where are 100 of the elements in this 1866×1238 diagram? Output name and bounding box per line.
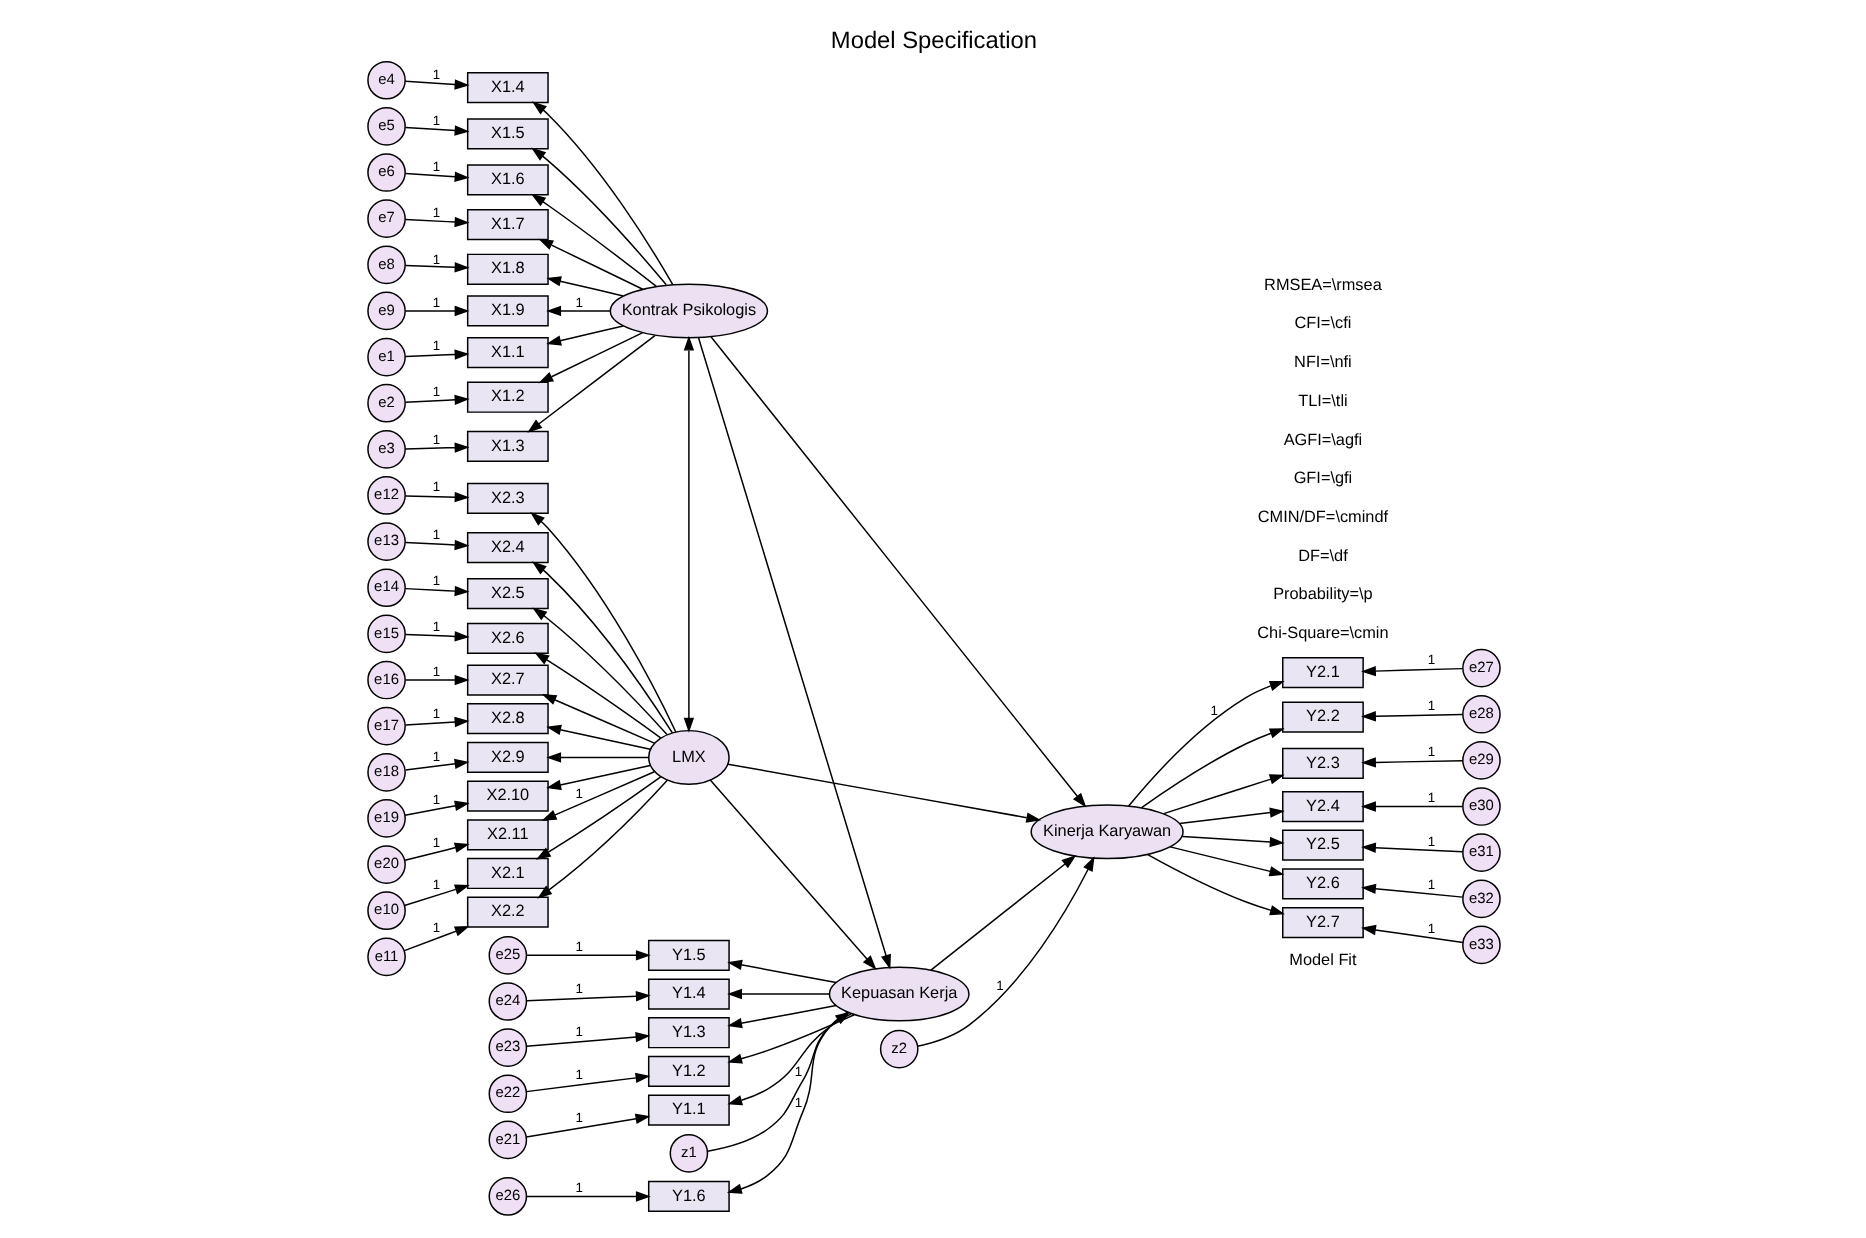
node-circle: e15 <box>366 614 405 654</box>
arrow <box>524 1031 650 1047</box>
node-circle: e31 <box>1461 833 1500 872</box>
arrow <box>1168 846 1284 877</box>
arrow <box>529 193 657 288</box>
arrow <box>403 125 469 136</box>
arrow <box>1126 681 1284 807</box>
arrow <box>537 238 643 290</box>
node-circle: e32 <box>1461 879 1500 919</box>
arrow <box>540 771 655 821</box>
node-circle: e23 <box>487 1028 527 1067</box>
arrow <box>545 752 649 763</box>
arrow <box>403 442 469 453</box>
arrow <box>1162 774 1284 815</box>
node-circle: e24 <box>487 982 527 1021</box>
arrow <box>709 336 1086 808</box>
arrow <box>530 561 673 734</box>
arrow <box>403 758 469 771</box>
arrow <box>530 101 673 286</box>
arrow <box>1360 924 1463 944</box>
node-circle: e28 <box>1461 694 1500 734</box>
node-box: Y2.3 <box>1281 747 1363 779</box>
node-circle: e6 <box>366 153 405 192</box>
node-circle: e17 <box>366 706 405 746</box>
node-box: X1.9 <box>465 295 548 327</box>
node-box: Y1.6 <box>646 1180 729 1213</box>
node-box: X2.9 <box>465 741 548 774</box>
label: Probability=\p <box>1272 585 1372 604</box>
node-circle: z1 <box>668 1133 708 1173</box>
arrow <box>545 305 611 317</box>
node-box: X1.2 <box>465 381 548 413</box>
arrow <box>1360 801 1463 812</box>
node-circle: e25 <box>487 936 527 975</box>
arrow <box>403 305 469 317</box>
arrow <box>726 1013 851 1106</box>
arrow <box>531 607 667 736</box>
node-circle: e18 <box>366 752 405 792</box>
arrow <box>725 1011 848 1194</box>
node-box: X1.3 <box>465 430 548 462</box>
arrow <box>545 764 650 791</box>
node-box: X2.6 <box>465 622 548 654</box>
arrow <box>1360 883 1463 898</box>
node-circle: e8 <box>366 245 405 285</box>
arrow <box>1360 665 1463 677</box>
arrow <box>524 1113 650 1138</box>
node-box: X2.4 <box>465 531 548 564</box>
arrow <box>682 335 694 733</box>
node-circle: e30 <box>1461 787 1500 826</box>
arrow <box>403 262 469 273</box>
node-box: Y1.3 <box>646 1017 729 1049</box>
arrow <box>403 842 469 862</box>
arrow <box>526 334 655 433</box>
node-box: Y2.2 <box>1281 701 1363 733</box>
arrow <box>534 776 661 860</box>
node-box: Y2.7 <box>1281 907 1363 939</box>
node-circle: e20 <box>366 845 405 884</box>
node-circle: e1 <box>366 337 405 377</box>
arrow <box>1146 853 1284 916</box>
arrow <box>525 991 650 1002</box>
arrow <box>726 1014 854 1064</box>
node-box: X1.5 <box>465 118 548 150</box>
arrow <box>1360 711 1463 722</box>
arrow <box>705 1011 850 1152</box>
node-box: Y1.5 <box>646 939 729 971</box>
node-ellipse: Kinerja Karyawan <box>1029 804 1183 860</box>
node-box: X2.11 <box>465 819 548 851</box>
node-ellipse: LMX <box>646 729 729 785</box>
node-circle: e29 <box>1461 741 1500 780</box>
arrow <box>536 779 668 899</box>
arrow <box>929 855 1076 971</box>
node-circle: e27 <box>1461 648 1500 688</box>
arrow <box>525 950 650 961</box>
arrow <box>403 539 469 551</box>
node-circle: e26 <box>487 1177 527 1216</box>
arrow <box>545 276 623 297</box>
node-circle: z2 <box>878 1029 918 1069</box>
arrow <box>530 147 666 286</box>
node-box: Y1.1 <box>646 1094 729 1126</box>
label: Model Fit <box>1288 951 1356 970</box>
node-circle: e13 <box>366 522 405 561</box>
node-circle: e12 <box>366 476 405 515</box>
arrow <box>403 800 469 816</box>
arrow <box>726 763 1041 823</box>
node-circle: e19 <box>366 799 405 838</box>
node-circle: e4 <box>366 60 405 100</box>
node-circle: e2 <box>366 383 405 423</box>
arrow <box>708 779 876 970</box>
label: TLI=\tli <box>1297 391 1347 410</box>
arrow <box>403 585 469 597</box>
arrow <box>525 1191 650 1202</box>
arrow <box>403 394 469 406</box>
node-box: X1.4 <box>465 72 548 104</box>
arrow <box>916 856 1094 1047</box>
node-box: Y1.4 <box>646 978 729 1010</box>
arrow <box>403 631 469 642</box>
node-box: X2.1 <box>465 857 548 890</box>
node-circle: e22 <box>487 1074 527 1114</box>
label: NFI=\nfi <box>1293 353 1351 372</box>
arrow <box>1177 807 1284 825</box>
arrow <box>403 216 469 228</box>
